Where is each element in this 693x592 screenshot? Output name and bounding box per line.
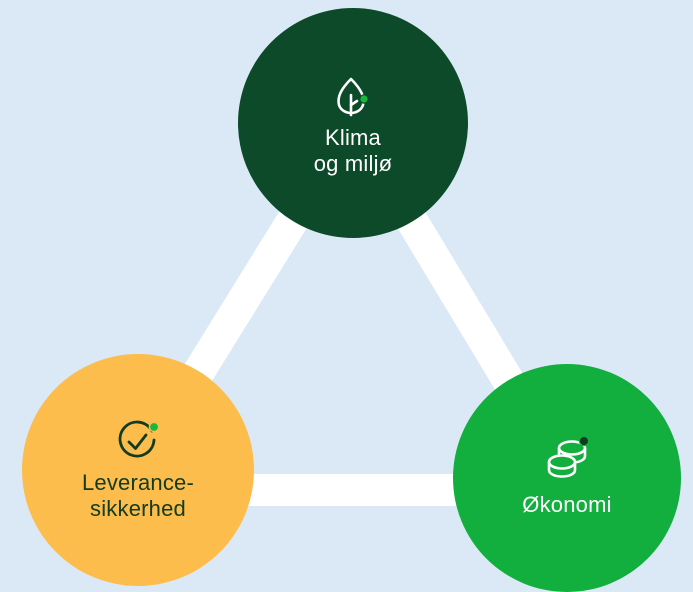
node-label: Økonomi (522, 492, 611, 518)
node-label: Leverance- sikkerhed (82, 470, 194, 522)
check-circle-icon (118, 420, 160, 458)
node-label-line-1: Økonomi (522, 492, 612, 517)
node-label-line-1: Klima (324, 125, 381, 150)
coins-icon (547, 436, 590, 478)
node-okonomi: Økonomi (453, 364, 681, 592)
node-label: Klima og miljø (314, 125, 393, 177)
node-klima-og-miljo: Klima og miljø (238, 8, 468, 238)
node-leverancesikkerhed: Leverance- sikkerhed (22, 354, 254, 586)
leaf-icon (337, 77, 369, 117)
node-label-line-1: Leverance- (81, 470, 195, 495)
node-label-line-2: og miljø (313, 151, 393, 176)
node-label-line-2: sikkerhed (90, 496, 186, 521)
